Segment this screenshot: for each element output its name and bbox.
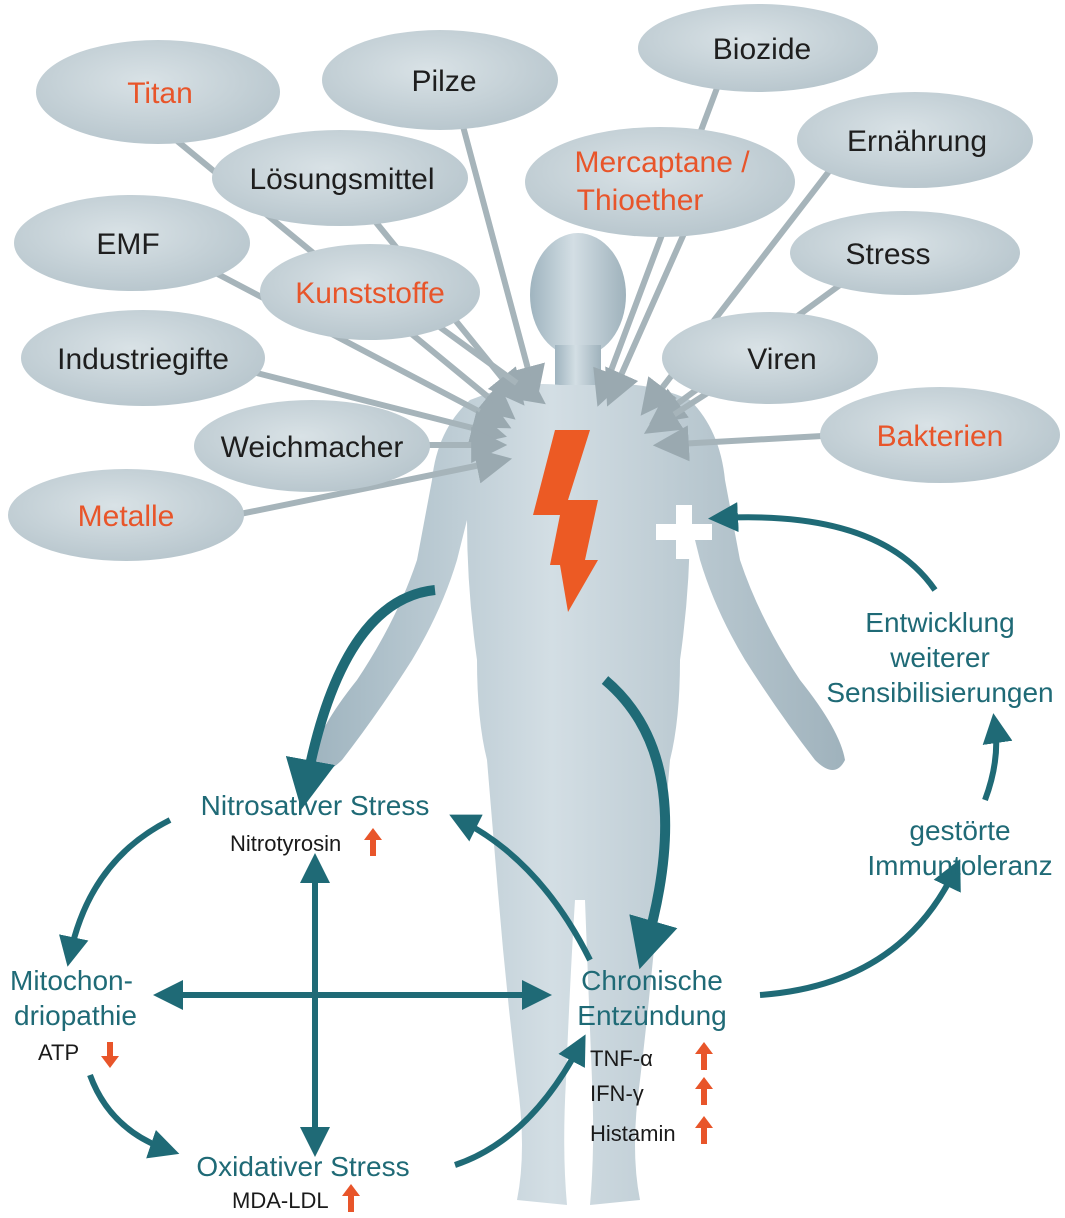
bubble-industriegifte: Industriegifte [21,310,265,406]
bubble-label: Bakterien [877,420,1004,453]
bubble-label: Lösungsmittel [249,163,434,196]
bubble-kunststoffe: Kunststoffe [260,244,480,340]
label-gestoerte: gestörte [909,815,1010,846]
bubble-label: Biozide [713,33,811,66]
arrow-nitrosativ-to-mito [70,820,170,955]
bubble-stress: Stress [790,211,1020,295]
bubble-label: Thioether [577,184,704,217]
bubble-label: Pilze [411,65,476,98]
label-tnf-alpha: TNF-α [590,1046,653,1071]
label-ifn-gamma: IFN-γ [590,1081,644,1106]
label-oxidativer-stress: Oxidativer Stress [196,1151,409,1182]
label-mda-ldl: MDA-LDL [232,1188,329,1213]
label-chronische: Chronische [581,965,723,996]
bubble-ernaehrung: Ernährung [797,92,1033,188]
up-arrow-icon [695,1116,713,1144]
bubble-label: Industriegifte [57,343,229,376]
label-nitrosativer-stress: Nitrosativer Stress [201,790,430,821]
bubble-label: Titan [127,77,193,110]
label-entzuendung: Entzündung [577,1000,726,1031]
bubble-emf: EMF [14,195,250,291]
label-mitochondriopathie-1: Mitochon- [10,965,133,996]
bubble-viren: Viren [662,312,878,404]
bubble-label: Stress [845,238,930,271]
bubble-label: Mercaptane / [574,146,750,179]
arrow-mito-to-oxidativ [90,1075,168,1150]
bubble-weichmacher: Weichmacher [194,400,430,492]
bubble-biozide: Biozide [638,4,878,92]
up-arrow-icon [695,1042,713,1070]
label-histamin: Histamin [590,1121,676,1146]
bubble-mercaptane: Mercaptane / Thioether [525,127,795,237]
arrow-entwicklung-to-plus [720,517,935,590]
arrow-entzuendung-to-immuntoleranz [760,870,955,995]
bubble-label: Weichmacher [221,431,404,464]
up-arrow-icon [695,1077,713,1105]
bubble-titan: Titan [36,40,280,144]
label-mitochondriopathie-2: driopathie [14,1000,137,1031]
bubble-label: Ernährung [847,125,987,158]
arrow-immuntoleranz-to-entwicklung [985,725,996,800]
up-arrow-icon [342,1184,360,1212]
bubble-label: Viren [747,343,817,376]
bubble-pilze: Pilze [322,30,558,130]
down-arrow-icon [101,1042,119,1068]
label-sensibilisierungen: Sensibilisierungen [826,677,1053,708]
bubble-loesungsmittel: Lösungsmittel [212,130,468,226]
label-weiterer: weiterer [889,642,990,673]
label-entwicklung: Entwicklung [865,607,1014,638]
bubble-label: Metalle [78,500,175,533]
label-atp: ATP [38,1040,79,1065]
bubble-metalle: Metalle [8,469,244,561]
bubble-label: Kunststoffe [295,277,445,310]
label-nitrotyrosin: Nitrotyrosin [230,831,341,856]
up-arrow-icon [364,828,382,856]
bubble-bakterien: Bakterien [820,387,1060,483]
label-immuntoleranz: Immuntoleranz [867,850,1052,881]
bubble-label: EMF [96,228,159,261]
